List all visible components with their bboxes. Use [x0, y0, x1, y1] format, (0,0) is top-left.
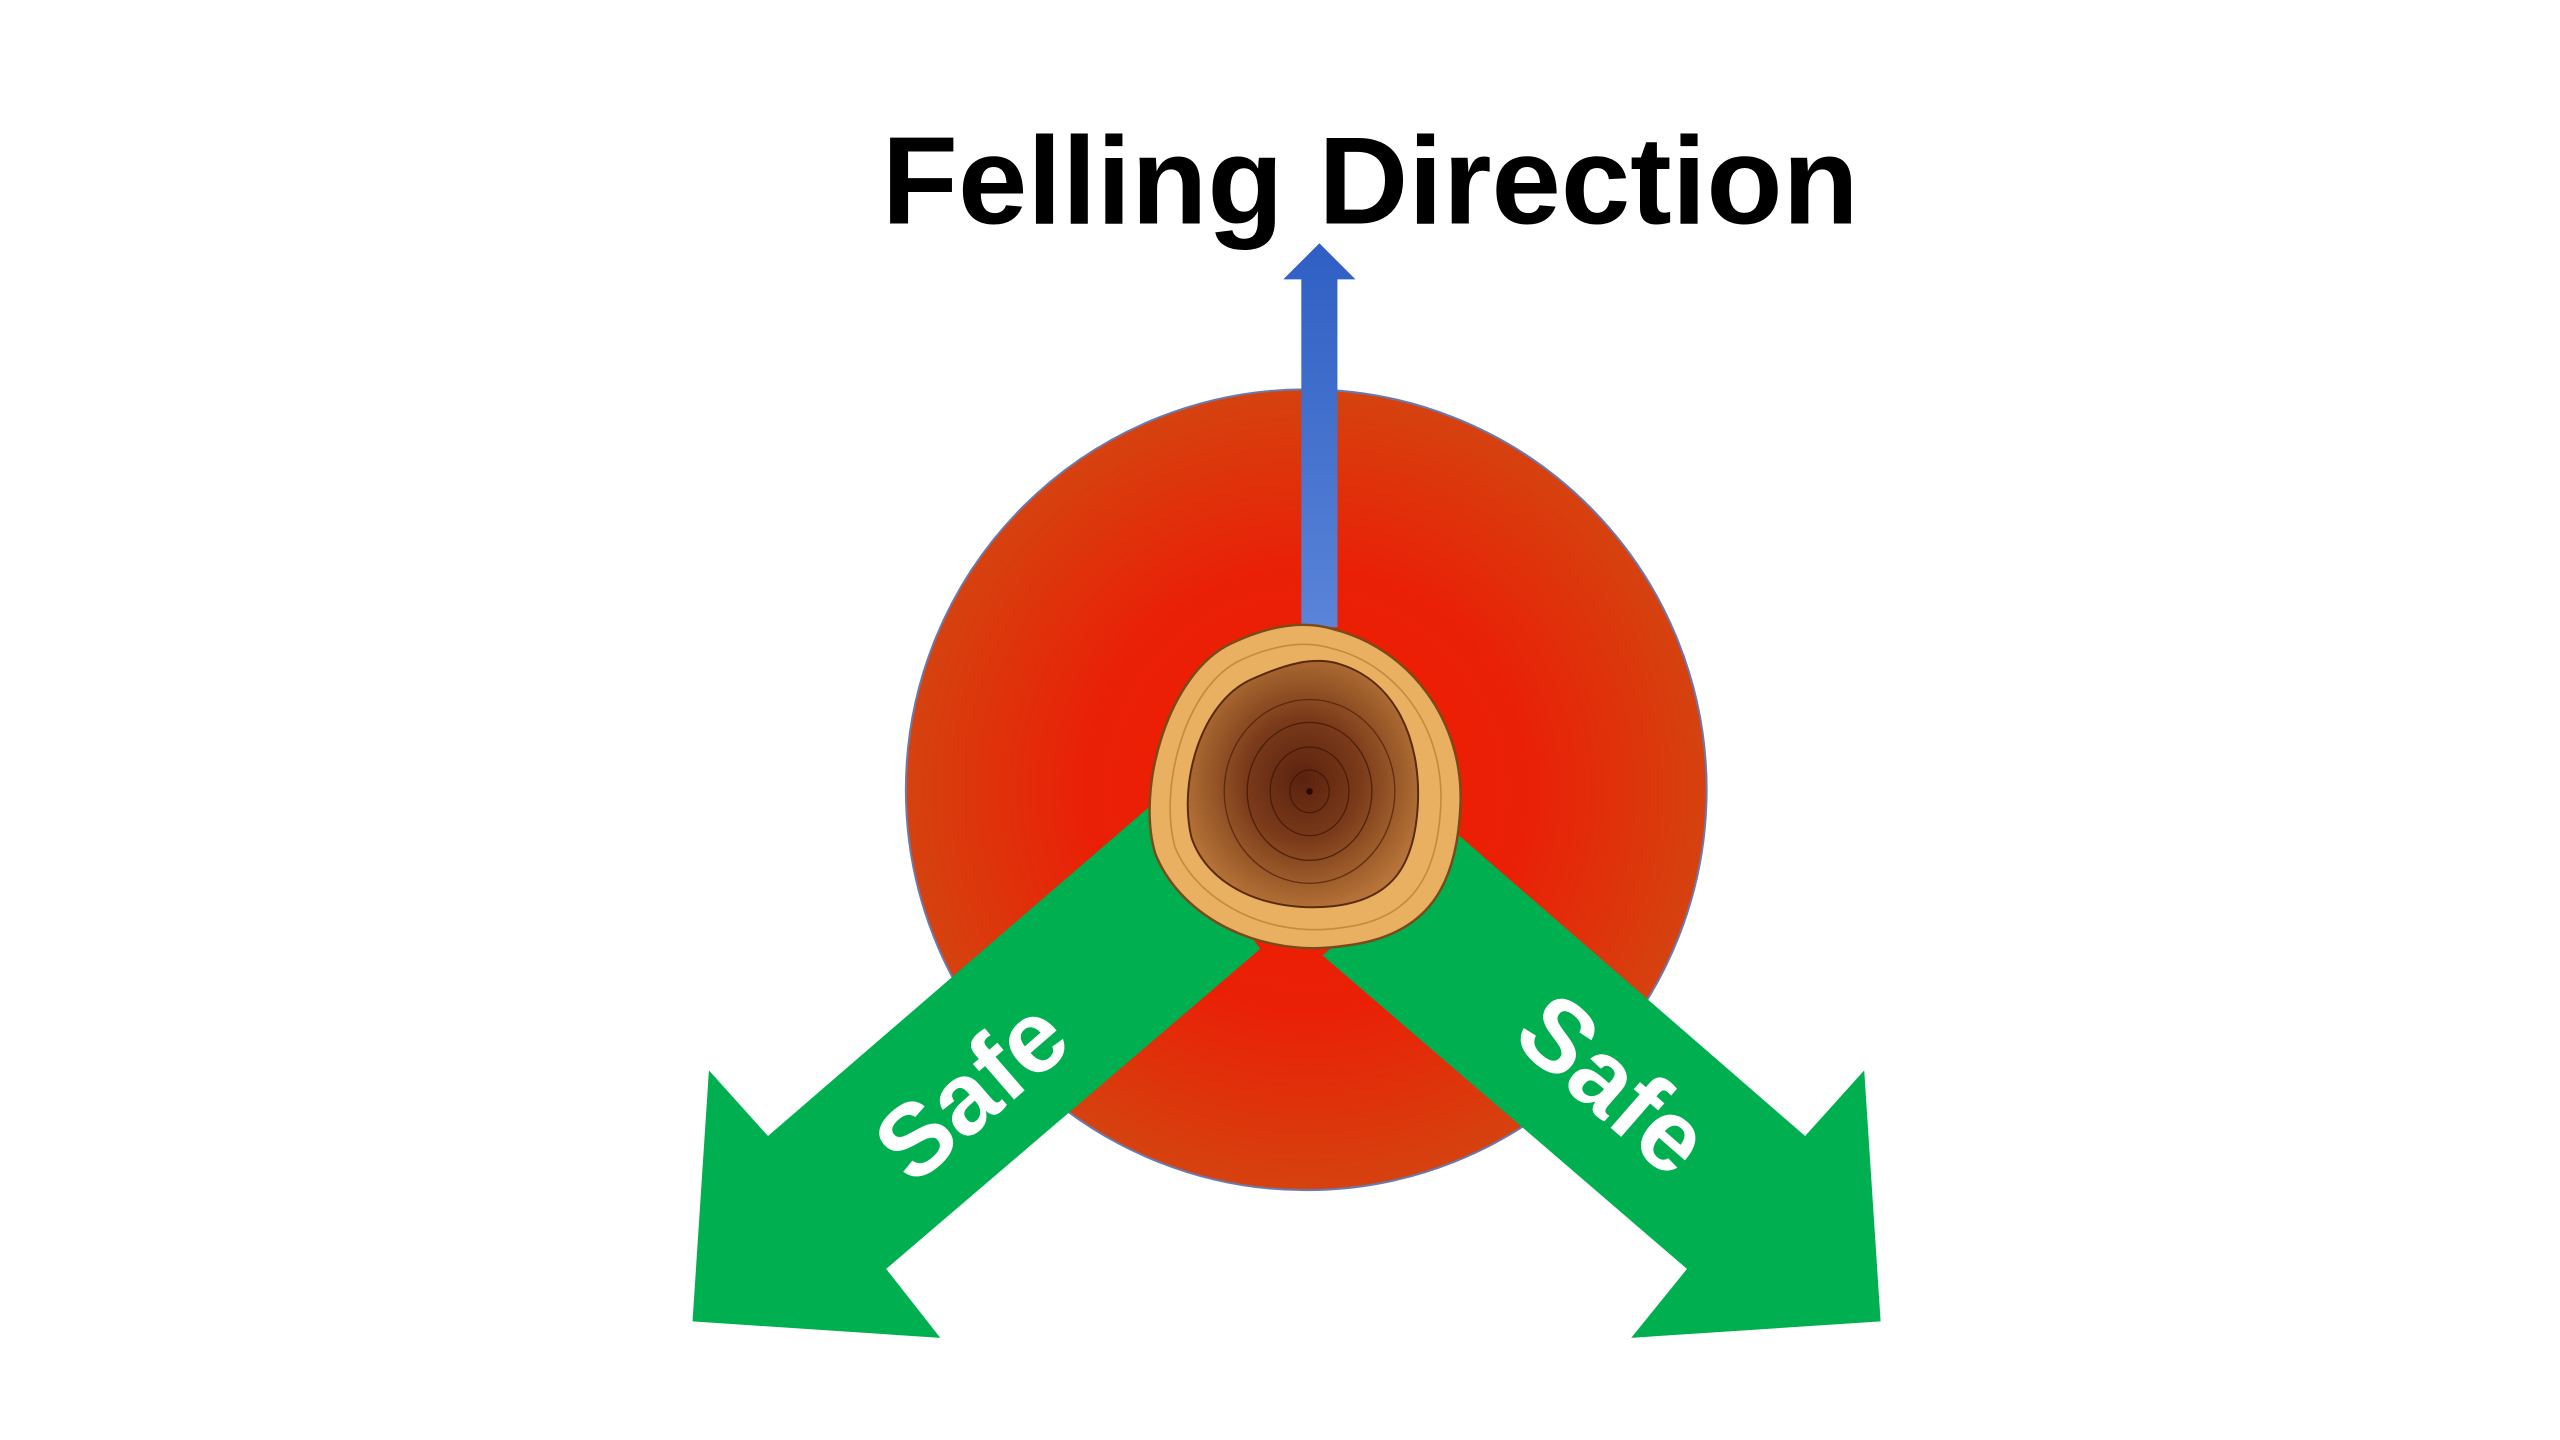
right-safe-arrow — [1322, 834, 1881, 1338]
tree-stump-icon — [1148, 623, 1462, 950]
felling-direction-arrow — [1283, 243, 1356, 628]
diagram-title: Felling Direction — [882, 112, 1859, 251]
left-safe-arrow — [692, 804, 1261, 1338]
